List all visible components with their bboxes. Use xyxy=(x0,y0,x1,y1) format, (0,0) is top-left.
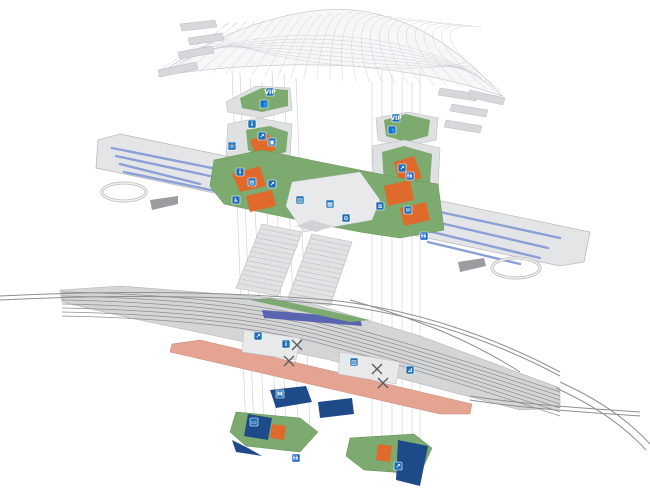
phone-icon: ☏ xyxy=(227,141,237,151)
svg-text:🚻: 🚻 xyxy=(406,172,414,180)
facility-icons: VIP👥i↗▣☏VIP👥↗🚻i▤↗▥▦⊙≋✉🚻♿↗i▥⊿M▭🚻↗ xyxy=(227,87,429,471)
escalator-icon: ↗ xyxy=(397,163,407,173)
escalator-icon: ↗ xyxy=(257,131,267,141)
stairs-icon: ⊿ xyxy=(405,365,415,375)
svg-text:VIP: VIP xyxy=(264,89,276,96)
toilet-icon: 🚻 xyxy=(419,231,429,241)
wifi-icon: ≋ xyxy=(375,201,385,211)
approach-rails xyxy=(0,292,650,451)
svg-text:✉: ✉ xyxy=(405,207,410,214)
svg-text:↗: ↗ xyxy=(399,165,404,172)
svg-text:♿: ♿ xyxy=(233,197,238,204)
svg-text:i: i xyxy=(285,341,287,348)
main-concourse xyxy=(95,133,591,280)
elevator-icon: ▥ xyxy=(295,195,305,205)
svg-text:▦: ▦ xyxy=(327,201,333,208)
svg-text:▣: ▣ xyxy=(269,139,275,146)
roof-canopy xyxy=(156,8,506,134)
escalator-icon: ↗ xyxy=(267,179,277,189)
elevator-icon: ▥ xyxy=(349,357,359,367)
svg-text:⊙: ⊙ xyxy=(343,215,348,222)
svg-text:i: i xyxy=(251,121,253,128)
shop-icon: ▣ xyxy=(267,137,277,147)
vip-icon: VIP xyxy=(264,87,276,97)
svg-text:👥: 👥 xyxy=(260,101,268,108)
wheelchair-icon: ♿ xyxy=(231,195,241,205)
information-icon: i xyxy=(235,167,245,177)
bus-icon: ▭ xyxy=(249,417,259,427)
toilet-icon: 🚻 xyxy=(405,171,415,181)
svg-text:⊿: ⊿ xyxy=(407,367,412,374)
svg-text:▤: ▤ xyxy=(249,179,255,186)
svg-text:▭: ▭ xyxy=(251,419,257,426)
clock-icon: ⊙ xyxy=(341,213,351,223)
svg-text:🚻: 🚻 xyxy=(420,232,428,240)
svg-text:VIP: VIP xyxy=(390,115,402,122)
info-icon: i xyxy=(247,119,257,129)
roof-fins xyxy=(157,19,506,134)
toilet-icon: 🚻 xyxy=(291,453,301,463)
luggage-icon: ▦ xyxy=(325,199,335,209)
svg-text:↗: ↗ xyxy=(395,463,400,470)
svg-text:▥: ▥ xyxy=(351,359,357,366)
svg-text:↗: ↗ xyxy=(269,181,274,188)
svg-text:☏: ☏ xyxy=(228,143,236,150)
people-icon: 👥 xyxy=(387,125,397,135)
basement-level xyxy=(229,386,433,486)
svg-text:↗: ↗ xyxy=(255,333,260,340)
svg-text:i: i xyxy=(239,169,241,176)
mail-icon: ✉ xyxy=(403,205,413,215)
svg-text:👥: 👥 xyxy=(388,127,396,134)
escalator-icon: ↗ xyxy=(253,331,263,341)
metro-icon: M xyxy=(275,389,285,399)
track-level xyxy=(59,285,561,417)
escalator-icon: ↗ xyxy=(393,461,403,471)
staircases xyxy=(235,220,353,307)
svg-text:M: M xyxy=(277,391,283,398)
vip-icon: VIP xyxy=(390,113,402,123)
svg-text:≋: ≋ xyxy=(377,203,382,210)
people-icon: 👥 xyxy=(259,99,269,109)
info-icon: i xyxy=(281,339,291,349)
svg-text:↗: ↗ xyxy=(259,133,264,140)
ticket-icon: ▤ xyxy=(247,177,257,187)
svg-text:▥: ▥ xyxy=(297,197,303,204)
svg-text:🚻: 🚻 xyxy=(292,454,300,462)
